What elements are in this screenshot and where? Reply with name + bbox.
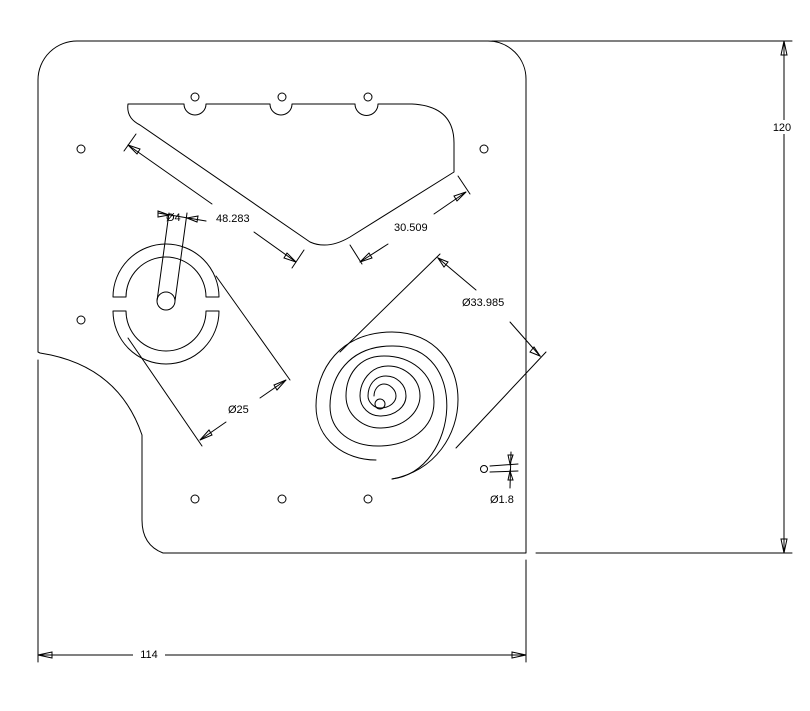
arrowhead <box>436 256 449 268</box>
pin-slot-left <box>156 212 170 302</box>
arrowhead <box>507 469 514 481</box>
extension-line <box>457 175 471 195</box>
mounting-holes <box>76 92 489 504</box>
dimension-line <box>253 231 297 263</box>
ring-upper-half <box>112 243 220 298</box>
dimension-line <box>199 421 227 441</box>
mounting-hole <box>190 494 200 504</box>
arrowhead <box>127 144 141 155</box>
dim-right-label: 30.509 <box>394 222 428 234</box>
arrowhead <box>780 40 788 56</box>
dim-slanted-edge: 48.283 <box>123 133 305 269</box>
arrowhead <box>359 252 373 263</box>
extension-line <box>123 133 137 152</box>
arrowhead <box>453 191 467 202</box>
dim-overall-height: 120 <box>491 40 798 554</box>
leader-line <box>489 463 519 467</box>
extension-line <box>127 337 203 447</box>
arrowhead <box>511 651 527 659</box>
dim-height-label: 120 <box>773 122 791 134</box>
mounting-hole <box>76 144 86 154</box>
dim-small-hole-label: Ø1.8 <box>490 494 514 506</box>
pin-circle <box>156 291 176 311</box>
split-ring <box>112 212 220 365</box>
arrowhead <box>283 252 297 263</box>
small-hole <box>480 465 488 473</box>
arrowhead <box>157 210 171 218</box>
dim-ring-label: Ø25 <box>228 404 249 416</box>
mounting-hole <box>363 494 373 504</box>
spiral <box>315 331 459 480</box>
dimension-line <box>509 321 541 357</box>
leader-line <box>489 470 519 473</box>
extension-line <box>215 275 291 381</box>
triangle-cutout <box>127 103 455 246</box>
ring-lower-half <box>112 310 220 365</box>
mounting-hole <box>277 494 287 504</box>
dim-pin-diameter: Ø4 <box>157 210 207 224</box>
mounting-hole <box>363 92 373 102</box>
extension-line <box>455 351 547 449</box>
pin-slot-right <box>174 212 188 302</box>
arrowhead <box>199 429 213 441</box>
dim-spiral-label: Ø33.985 <box>462 297 504 309</box>
dim-slanted-label: 48.283 <box>216 213 250 225</box>
dim-width-label: 114 <box>140 649 158 661</box>
dim-ring-diameter: Ø25 <box>127 275 291 447</box>
plate-outline <box>37 40 527 554</box>
arrowhead <box>185 215 199 223</box>
mounting-hole <box>479 144 489 154</box>
dimension-line <box>359 243 389 263</box>
extension-line <box>291 249 305 269</box>
mounting-hole <box>76 315 86 325</box>
dimension-line <box>509 451 512 489</box>
dim-pin-label: Ø4 <box>166 212 181 224</box>
dimension-line <box>437 257 477 291</box>
arrowhead <box>37 651 53 659</box>
dim-right-edge: 30.509 <box>349 175 471 265</box>
arrowhead <box>529 346 542 358</box>
arrowhead <box>273 379 287 391</box>
arrowhead <box>507 454 514 466</box>
dim-small-hole-diameter: Ø1.8 <box>489 451 519 506</box>
extension-line <box>339 253 441 353</box>
dim-spiral-diameter: Ø33.985 <box>339 253 547 449</box>
spiral-center <box>374 398 386 410</box>
spiral-outer <box>315 331 459 480</box>
dimension-line <box>433 191 467 215</box>
extension-line <box>349 244 363 265</box>
dimension-line <box>259 379 287 399</box>
mounting-hole <box>190 92 200 102</box>
dimension-line <box>127 144 213 205</box>
spiral-inner <box>329 345 448 480</box>
mounting-hole <box>277 92 287 102</box>
dim-overall-width: 114 <box>37 359 527 663</box>
arrowhead <box>780 538 788 554</box>
